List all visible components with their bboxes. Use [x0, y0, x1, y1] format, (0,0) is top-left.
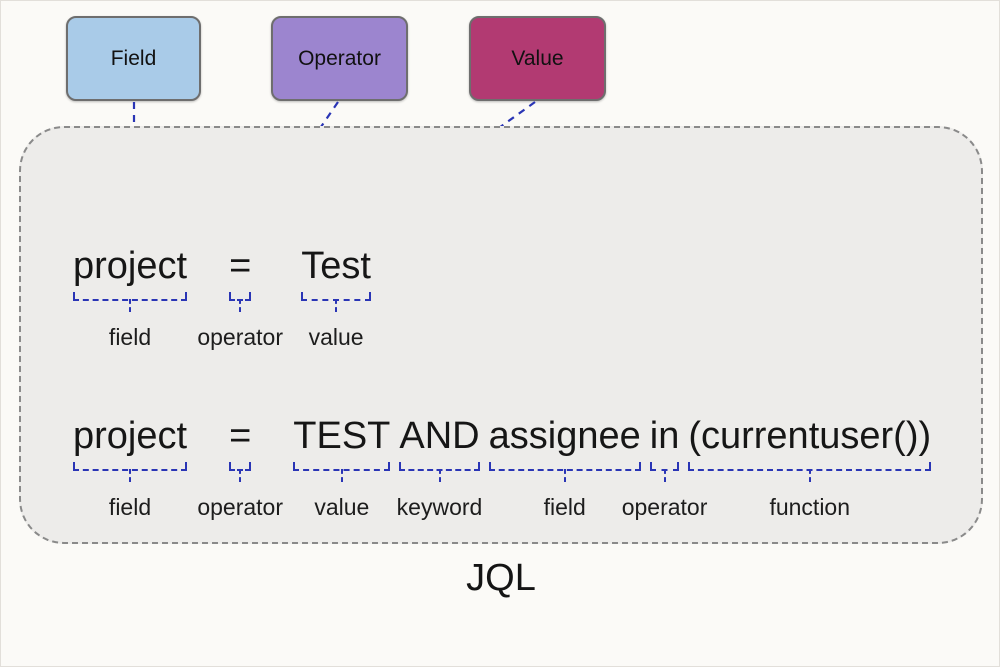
- query-row-1: project field = operator Test value: [73, 244, 371, 353]
- token-text: project: [73, 245, 188, 287]
- token-label: field: [108, 324, 152, 350]
- legend-box-field: Field: [66, 16, 201, 101]
- underbrace-stem: [663, 469, 666, 482]
- underbrace-stem: [239, 469, 242, 482]
- token-unit-value: Test value: [301, 244, 371, 353]
- legend-box-operator: Operator: [271, 16, 408, 101]
- underbrace: [293, 462, 391, 482]
- token-label: function: [769, 494, 851, 520]
- underbrace: [301, 292, 371, 312]
- legend-box-label: Operator: [298, 46, 381, 70]
- underbrace-stem: [438, 469, 441, 482]
- token-label: field: [108, 494, 152, 520]
- token-label: field: [543, 494, 586, 520]
- token-text: (currentuser()): [688, 415, 932, 457]
- underbrace-stem: [808, 469, 811, 482]
- token-text: project: [73, 415, 188, 457]
- token-unit-field: project field: [73, 414, 188, 523]
- token-unit-operator: = operator: [197, 244, 283, 353]
- underbrace-stem: [129, 469, 132, 482]
- legend-box-value: Value: [469, 16, 606, 101]
- token-unit-field: assignee field: [488, 414, 641, 523]
- token-unit-function: (currentuser()) function: [688, 414, 932, 523]
- token-label: operator: [621, 494, 708, 520]
- diagram-caption: JQL: [466, 557, 536, 599]
- token-unit-value: TEST value: [293, 414, 391, 523]
- query-row-2: project field = operator TEST value AND …: [73, 414, 940, 523]
- token-text: in: [649, 415, 680, 457]
- underbrace: [399, 462, 480, 482]
- underbrace-stem: [239, 299, 242, 312]
- underbrace: [229, 462, 252, 482]
- token-text: AND: [399, 415, 480, 457]
- token-label: operator: [197, 324, 283, 350]
- underbrace: [488, 462, 641, 482]
- underbrace: [73, 292, 188, 312]
- legend-box-label: Field: [110, 46, 157, 70]
- underbrace: [73, 462, 188, 482]
- legend-box-label: Value: [511, 46, 564, 70]
- jql-query-container: [19, 126, 983, 544]
- token-text: =: [229, 245, 252, 287]
- token-label: operator: [197, 494, 283, 520]
- token-text: TEST: [293, 415, 391, 457]
- token-label: value: [314, 494, 370, 520]
- underbrace-stem: [129, 299, 132, 312]
- underbrace: [229, 292, 252, 312]
- underbrace-stem: [563, 469, 566, 482]
- token-label: value: [308, 324, 364, 350]
- token-unit-field: project field: [73, 244, 188, 353]
- token-text: =: [229, 415, 252, 457]
- underbrace: [649, 462, 680, 482]
- token-unit-keyword: AND keyword: [397, 414, 483, 523]
- token-unit-operator: in operator: [622, 414, 708, 523]
- underbrace-stem: [335, 299, 338, 312]
- token-text: assignee: [488, 415, 641, 457]
- token-label: keyword: [396, 494, 483, 520]
- token-unit-operator: = operator: [197, 414, 283, 523]
- token-text: Test: [301, 245, 371, 287]
- underbrace: [688, 462, 932, 482]
- underbrace-stem: [340, 469, 343, 482]
